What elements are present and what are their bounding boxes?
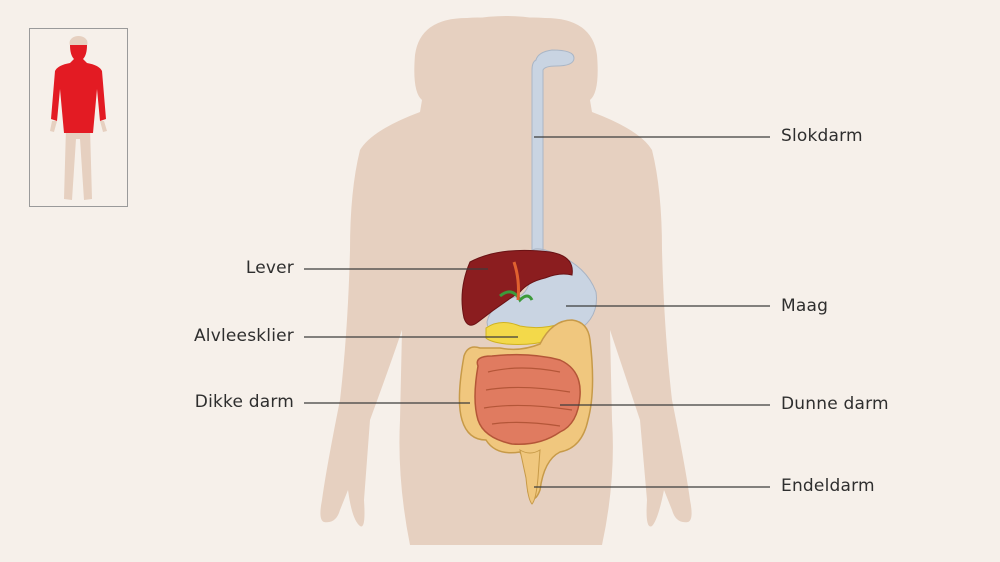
esophagus — [531, 49, 575, 259]
label-dikke-darm: Dikke darm — [194, 392, 294, 412]
label-alvleesklier: Alvleesklier — [193, 326, 294, 346]
body-region-highlight-icon — [50, 36, 107, 200]
body-region-thumbnail — [29, 28, 128, 207]
leader-lines — [304, 136, 770, 488]
label-lever: Lever — [245, 258, 294, 278]
label-dunne-darm: Dunne darm — [781, 394, 889, 414]
label-endeldarm: Endeldarm — [781, 476, 875, 496]
rectum — [519, 448, 541, 505]
label-slokdarm: Slokdarm — [781, 126, 863, 146]
small-intestine — [474, 353, 581, 445]
label-maag: Maag — [781, 296, 829, 316]
